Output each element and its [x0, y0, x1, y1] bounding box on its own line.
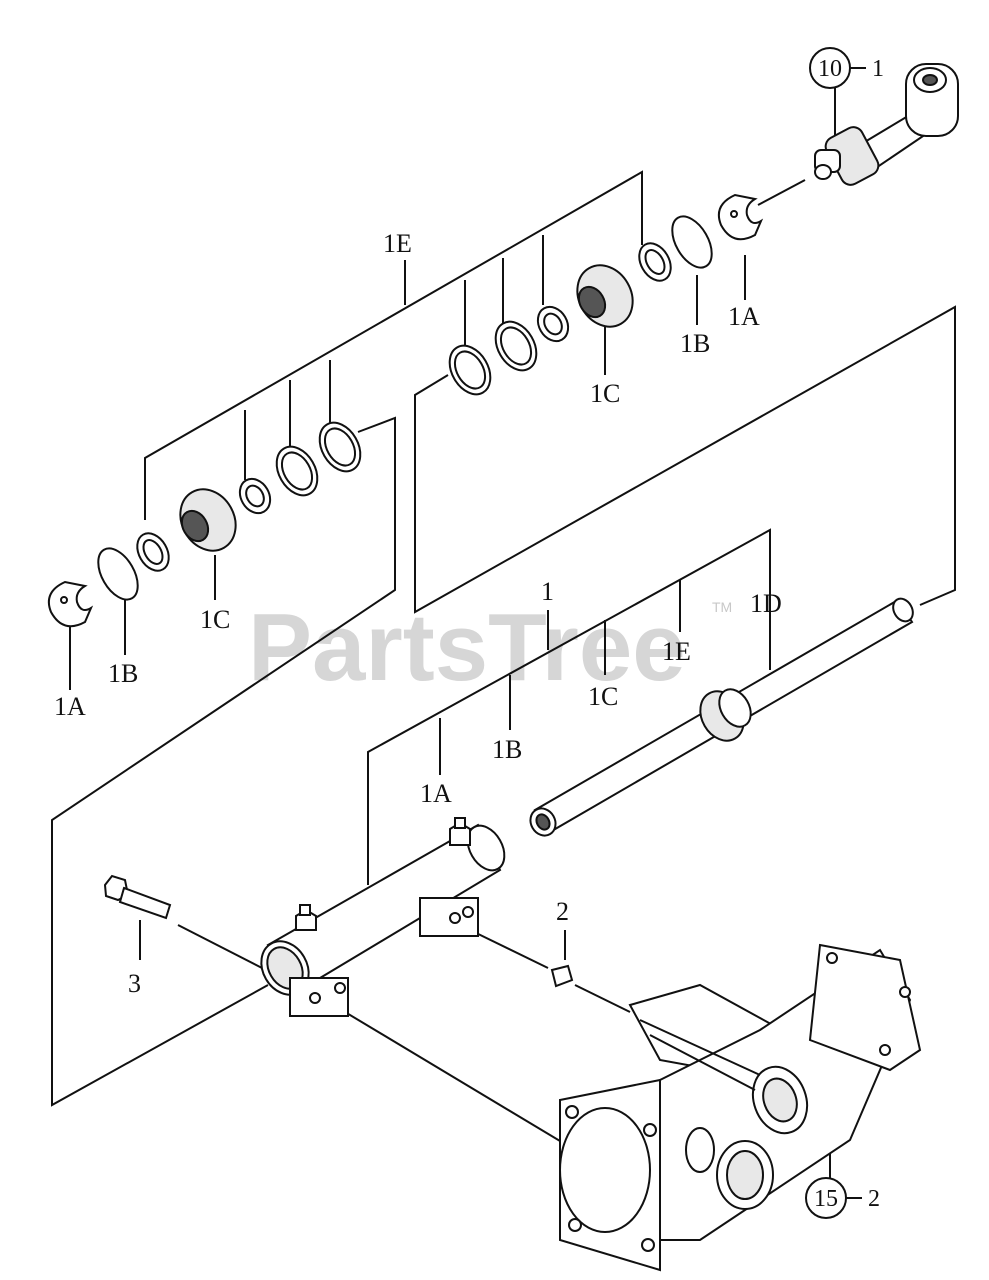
label-1A-left: 1A	[54, 692, 86, 721]
label-1D: 1D	[750, 589, 782, 618]
trademark-mark: TM	[712, 599, 732, 615]
pin	[550, 964, 574, 988]
piston-rod	[529, 597, 914, 837]
ref-15-number: 15	[814, 1186, 838, 1212]
seal-kit-left	[47, 421, 362, 628]
cylinder-barrel	[260, 817, 506, 1017]
label-1C-mid: 1C	[588, 682, 618, 711]
label-1B-right: 1B	[680, 329, 710, 358]
ref-10-number: 10	[818, 56, 842, 82]
label-1C-right: 1C	[590, 379, 620, 408]
label-1A-right: 1A	[728, 302, 760, 331]
label-1A-mid: 1A	[420, 779, 452, 808]
part-labels: 1E 1A 1B 1C 1C 1B 1A 1 1D 1E 1C 1B 1A 2 …	[54, 229, 782, 998]
label-3: 3	[128, 969, 141, 998]
seal-kit-right	[448, 193, 764, 396]
steering-housing	[559, 943, 922, 1272]
label-1C-left: 1C	[200, 605, 230, 634]
leader-lines	[51, 85, 956, 1178]
tie-rod-end	[814, 63, 959, 186]
label-1: 1	[541, 577, 554, 606]
partstree-watermark: PartsTree	[248, 594, 686, 701]
ref-15-suffix: 2	[868, 1186, 880, 1212]
label-1E-top: 1E	[383, 229, 412, 258]
label-1E-mid: 1E	[662, 637, 691, 666]
label-1B-mid: 1B	[492, 735, 522, 764]
ref-10-suffix: 1	[872, 56, 884, 82]
ref-15-2: 15 2	[805, 1177, 880, 1219]
ref-10-1: 10 1	[809, 47, 884, 89]
label-2: 2	[556, 897, 569, 926]
bolt	[103, 874, 172, 920]
label-1B-left: 1B	[108, 659, 138, 688]
